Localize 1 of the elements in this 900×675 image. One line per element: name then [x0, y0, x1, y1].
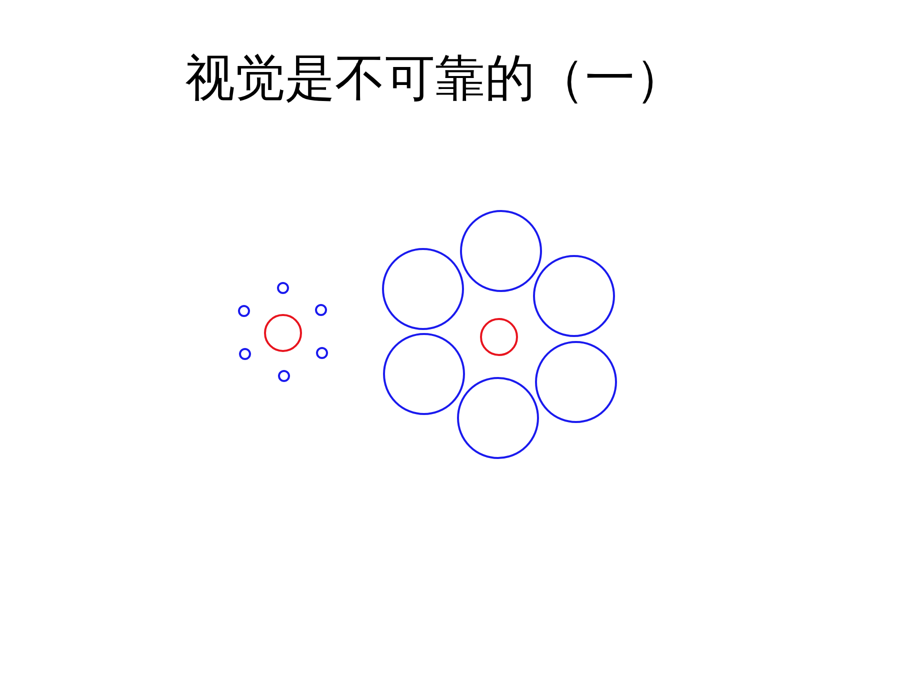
title: 视觉是不可靠的（一） [185, 48, 685, 108]
